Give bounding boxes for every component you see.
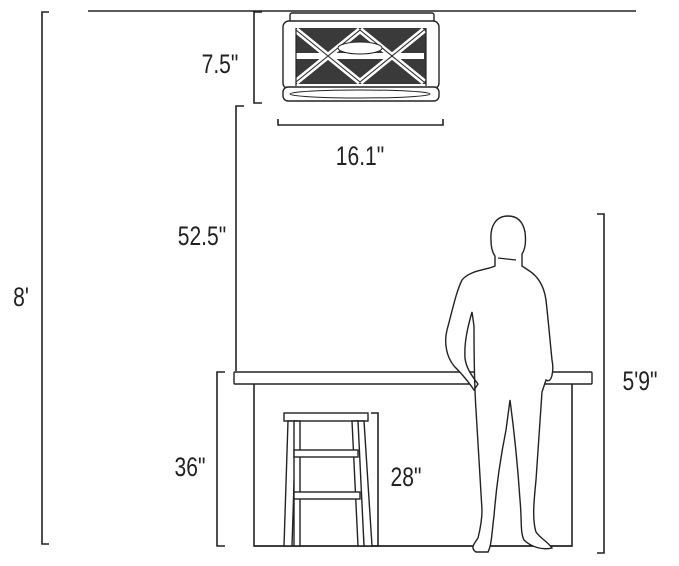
ceiling-height-label: 8' xyxy=(13,283,29,313)
person-height-bracket xyxy=(597,213,605,554)
fan-height-bracket xyxy=(253,11,262,104)
stool-height-label: 28" xyxy=(391,463,422,493)
bar-stool-icon xyxy=(283,412,373,547)
person-silhouette-icon xyxy=(445,215,554,553)
stool-height-bracket xyxy=(371,412,379,547)
counter-height-label: 36" xyxy=(175,453,206,483)
fan-height-label: 7.5" xyxy=(202,50,239,80)
counter-height-bracket xyxy=(216,371,225,547)
person-height-label: 5'9" xyxy=(623,367,658,397)
fan-width-bracket xyxy=(277,119,444,126)
ceiling-fan-icon xyxy=(282,12,440,102)
fan-clearance-label: 52.5" xyxy=(178,222,226,252)
fan-clearance-bracket xyxy=(235,105,244,371)
ceiling-height-bracket xyxy=(41,11,49,545)
fan-width-label: 16.1" xyxy=(336,142,384,172)
